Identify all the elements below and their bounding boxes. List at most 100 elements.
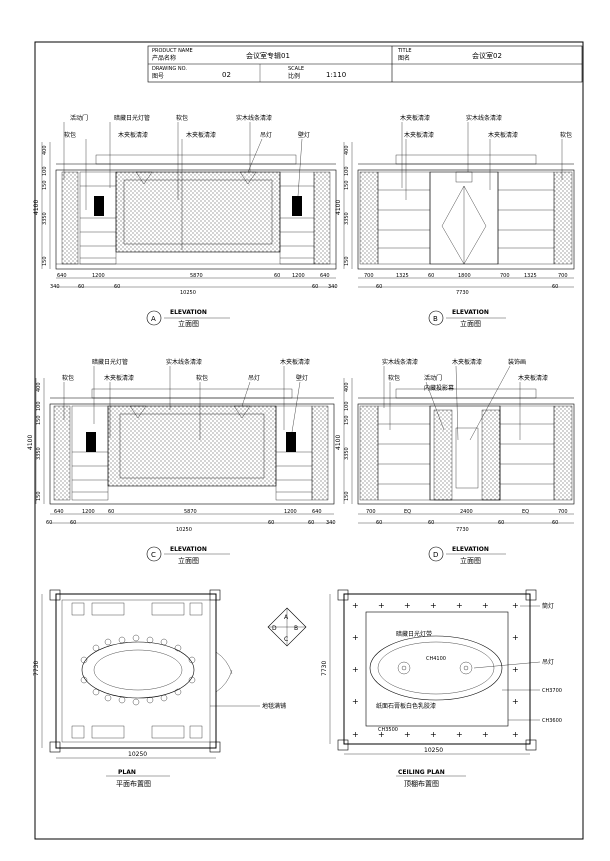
drawing-no-cn: 图号 <box>152 73 164 80</box>
label-b-wood-strip: 实木线条清漆 <box>466 114 502 122</box>
dim-d-sub0: 60 <box>376 520 382 526</box>
svg-text:+: + <box>352 601 359 610</box>
label-c-veneer2: 木夹板清漆 <box>280 358 310 366</box>
dim-a-h5: 150 <box>42 256 48 266</box>
label-a-soft-pack-top: 软包 <box>176 114 188 122</box>
ceiling-ch3: CH3600 <box>542 718 562 724</box>
plan-height: 7730 <box>33 661 40 676</box>
dim-d-sub2: 60 <box>498 520 504 526</box>
dim-a-left: 340 <box>50 284 60 290</box>
svg-text:+: + <box>378 730 385 739</box>
ceiling-title-en: CEILING PLAN <box>398 769 445 776</box>
view-d-title-en: ELEVATION <box>452 546 489 553</box>
svg-text:+: + <box>456 601 463 610</box>
dim-b-b0: 700 <box>364 273 374 279</box>
svg-text:+: + <box>482 730 489 739</box>
label-c-soft-pack: 软包 <box>62 374 74 382</box>
svg-text:+: + <box>404 730 411 739</box>
label-b-soft-pack: 软包 <box>560 131 572 139</box>
dim-d-b1: EQ <box>404 509 411 515</box>
view-c-title-cn: 立面图 <box>178 556 199 565</box>
svg-text:+: + <box>352 697 359 706</box>
dim-d-h2: 100 <box>344 401 350 411</box>
elevation-d: 4100 400 100 150 3350 150 700 EQ 2400 EQ… <box>335 358 575 565</box>
title-en: TITLE <box>397 48 412 54</box>
label-d-veneer2: 木夹板清漆 <box>518 374 548 382</box>
dim-c-h1: 400 <box>36 382 42 392</box>
scale-cn: 比例 <box>288 72 300 80</box>
label-d-decor: 装饰画 <box>508 358 526 366</box>
dim-b-sub1: 60 <box>552 284 558 290</box>
dim-d-b0: 700 <box>366 509 376 515</box>
ceiling-pendant: 吊灯 <box>542 658 554 666</box>
view-c-letter: C <box>151 551 156 559</box>
svg-text:+: + <box>512 730 519 739</box>
ceiling-plan: +++++++ +++++++ +++ +++ 7730 10250 筒灯 吊灯… <box>321 589 562 788</box>
ceiling-width: 10250 <box>424 747 443 754</box>
dim-c-b5: 640 <box>312 509 322 515</box>
dim-a-sub1: 60 <box>114 284 120 290</box>
dim-b-h5: 150 <box>344 256 350 266</box>
view-b-title-en: ELEVATION <box>452 309 489 316</box>
ceiling-height: 7730 <box>321 661 328 676</box>
elevation-a: 4100 400 100 150 3350 150 640 1200 5870 … <box>33 114 338 328</box>
view-d-letter: D <box>433 551 438 559</box>
dim-b-b2: 60 <box>428 273 434 279</box>
scale-value: 1:110 <box>326 71 346 79</box>
view-a-letter: A <box>151 315 156 323</box>
svg-text:+: + <box>352 633 359 642</box>
title-block: PRODUCT NAME 产品名称 会议室专辑01 TITLE 图名 会议室02… <box>147 45 583 83</box>
dim-c-sub2: 60 <box>308 520 314 526</box>
label-a-veneer2: 木夹板清漆 <box>186 131 216 139</box>
ceiling-gypsum: 纸面石膏板白色乳胶漆 <box>376 702 436 710</box>
dim-b-sub0: 60 <box>376 284 382 290</box>
label-a-wall-lamp: 壁灯 <box>298 131 310 139</box>
product-value: 会议室专辑01 <box>246 51 290 60</box>
dim-c-sub0: 60 <box>70 520 76 526</box>
label-b-veneer: 木夹板清漆 <box>400 114 430 122</box>
drawing-no-en: DRAWING NO. <box>152 66 187 72</box>
dim-a-total: 10250 <box>180 290 196 296</box>
label-d-door: 活动门 <box>424 374 442 382</box>
view-d-title-cn: 立面图 <box>460 556 481 565</box>
label-b-veneer2: 木夹板清漆 <box>488 131 518 139</box>
dim-a-h1: 400 <box>42 145 48 155</box>
dim-c-b4: 1200 <box>284 509 297 515</box>
ceiling-ch1: CH4100 <box>426 656 446 662</box>
view-compass: A B C D <box>267 607 307 647</box>
dim-a-b1: 1200 <box>92 273 105 279</box>
plan-title-en: PLAN <box>118 769 136 776</box>
dim-a-b5: 640 <box>320 273 330 279</box>
view-a-title-en: ELEVATION <box>170 309 207 316</box>
label-a-soft-pack: 软包 <box>64 131 76 139</box>
dim-b-h4: 3350 <box>344 212 350 225</box>
label-a-pendant: 吊灯 <box>260 131 272 139</box>
view-b-marker <box>428 310 444 326</box>
dim-d-total: 7730 <box>456 527 469 533</box>
label-c-pendant: 吊灯 <box>248 374 260 382</box>
dim-b-b4: 700 <box>500 273 510 279</box>
ceiling-ch2: CH3700 <box>542 688 562 694</box>
dim-c-b3: 5870 <box>184 509 197 515</box>
dim-a-b4: 1200 <box>292 273 305 279</box>
label-c-wall-lamp: 壁灯 <box>296 374 308 382</box>
label-d-soft-pack: 软包 <box>388 374 400 382</box>
svg-text:+: + <box>456 730 463 739</box>
dim-d-h3: 150 <box>344 415 350 425</box>
view-a-title-cn: 立面图 <box>178 319 199 328</box>
title-cn: 图名 <box>398 54 410 62</box>
dim-a-h3: 150 <box>42 180 48 190</box>
product-name-en: PRODUCT NAME <box>152 48 193 54</box>
dim-b-height: 4100 <box>335 200 342 215</box>
dim-d-h4: 3350 <box>344 447 350 460</box>
dim-a-right: 340 <box>328 284 338 290</box>
dim-b-h1: 400 <box>344 145 350 155</box>
view-b-title-cn: 立面图 <box>460 319 481 328</box>
dim-d-b2: 2400 <box>460 509 473 515</box>
label-a-hidden-light: 暗藏日光灯管 <box>114 114 150 122</box>
label-d-wood-strip: 实木线条清漆 <box>382 358 418 366</box>
svg-text:+: + <box>430 730 437 739</box>
ceiling-ch4: CH3500 <box>378 727 398 733</box>
label-b-veneer-b: 木夹板清漆 <box>404 131 434 139</box>
